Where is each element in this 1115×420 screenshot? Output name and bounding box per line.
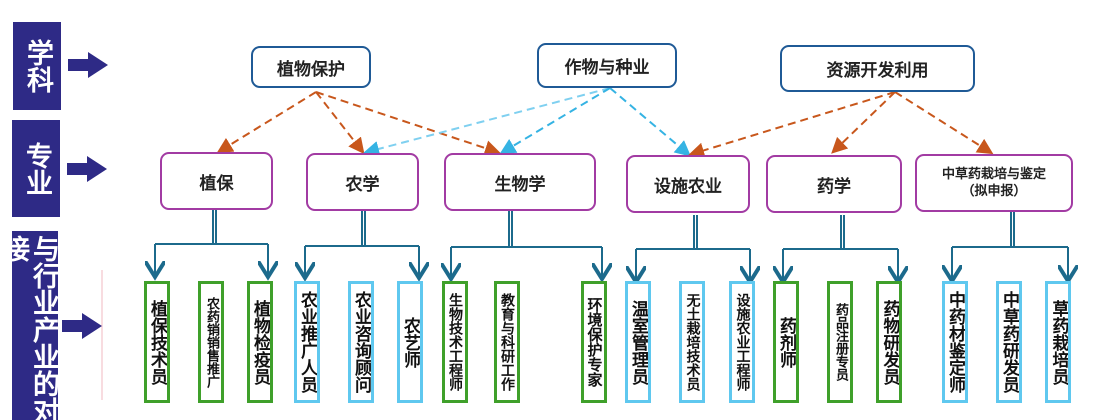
job-box: 农药销销售推广 [198,281,224,403]
major-facility-agriculture: 设施农业 [626,155,750,213]
major-nongxue: 农学 [306,153,419,211]
link-plant-protection-biology [315,91,501,156]
job-box: 中药材鉴定师 [942,281,968,403]
right-arrow-icon [68,52,108,78]
major-herb-name: 中草药栽培与鉴定 [941,167,1046,182]
row-label-discipline: 学科 [13,22,61,110]
job-box: 药品注册专员 [827,281,853,403]
job-box: 温室管理员 [625,281,651,403]
job-box: 植物检疫员 [247,281,273,403]
link-crop-facility [609,87,692,157]
right-arrow-icon [67,156,107,182]
link-plant-protection-nongxue [315,91,365,155]
tree-biology [451,211,602,277]
job-box: 环境保护专家 [581,281,607,403]
major-biology: 生物学 [444,153,596,211]
row-label-major: 专业 [12,120,60,217]
tree-facility [636,215,750,280]
job-box: 设施农业工程师 [729,281,755,403]
job-box: 草药栽培员 [1045,281,1071,403]
row-label-industry: 与行业产业的对接 [0,231,59,420]
discipline-resource-use: 资源开发利用 [780,45,975,92]
job-box: 中草药研发员 [996,281,1022,403]
job-box: 教育与科研工作 [494,281,520,403]
link-plant-protection-zhibao [216,91,317,154]
tree-pharmacy [783,215,898,280]
job-box: 农艺师 [397,281,423,403]
link-resource-facility [688,91,896,159]
major-zhibao: 植保 [160,152,273,210]
tree-herb [952,212,1068,279]
major-herb-note: （拟申报） [961,184,1027,199]
job-box: 药剂师 [773,281,799,403]
link-crop-nongxue [363,87,611,157]
major-herb-cultivation: 中草药栽培与鉴定 （拟申报） [915,154,1073,212]
link-resource-pharmacy [831,91,896,154]
discipline-crop-seed: 作物与种业 [537,43,677,88]
job-box: 药物研发员 [876,281,902,403]
major-pharmacy: 药学 [766,155,902,213]
job-box: 农业推广人员 [294,281,320,403]
link-crop-biology [499,87,611,155]
job-box: 无土栽培技术员 [679,281,705,403]
tree-nongxue [305,211,419,276]
link-resource-herb [894,91,994,155]
job-box: 植保技术员 [144,281,170,403]
right-arrow-icon [62,313,102,339]
tree-zhibao [155,210,268,275]
job-box: 生物技术工程师 [442,281,468,403]
discipline-plant-protection: 植物保护 [251,46,371,88]
job-box: 农业咨询顾问 [348,281,374,403]
